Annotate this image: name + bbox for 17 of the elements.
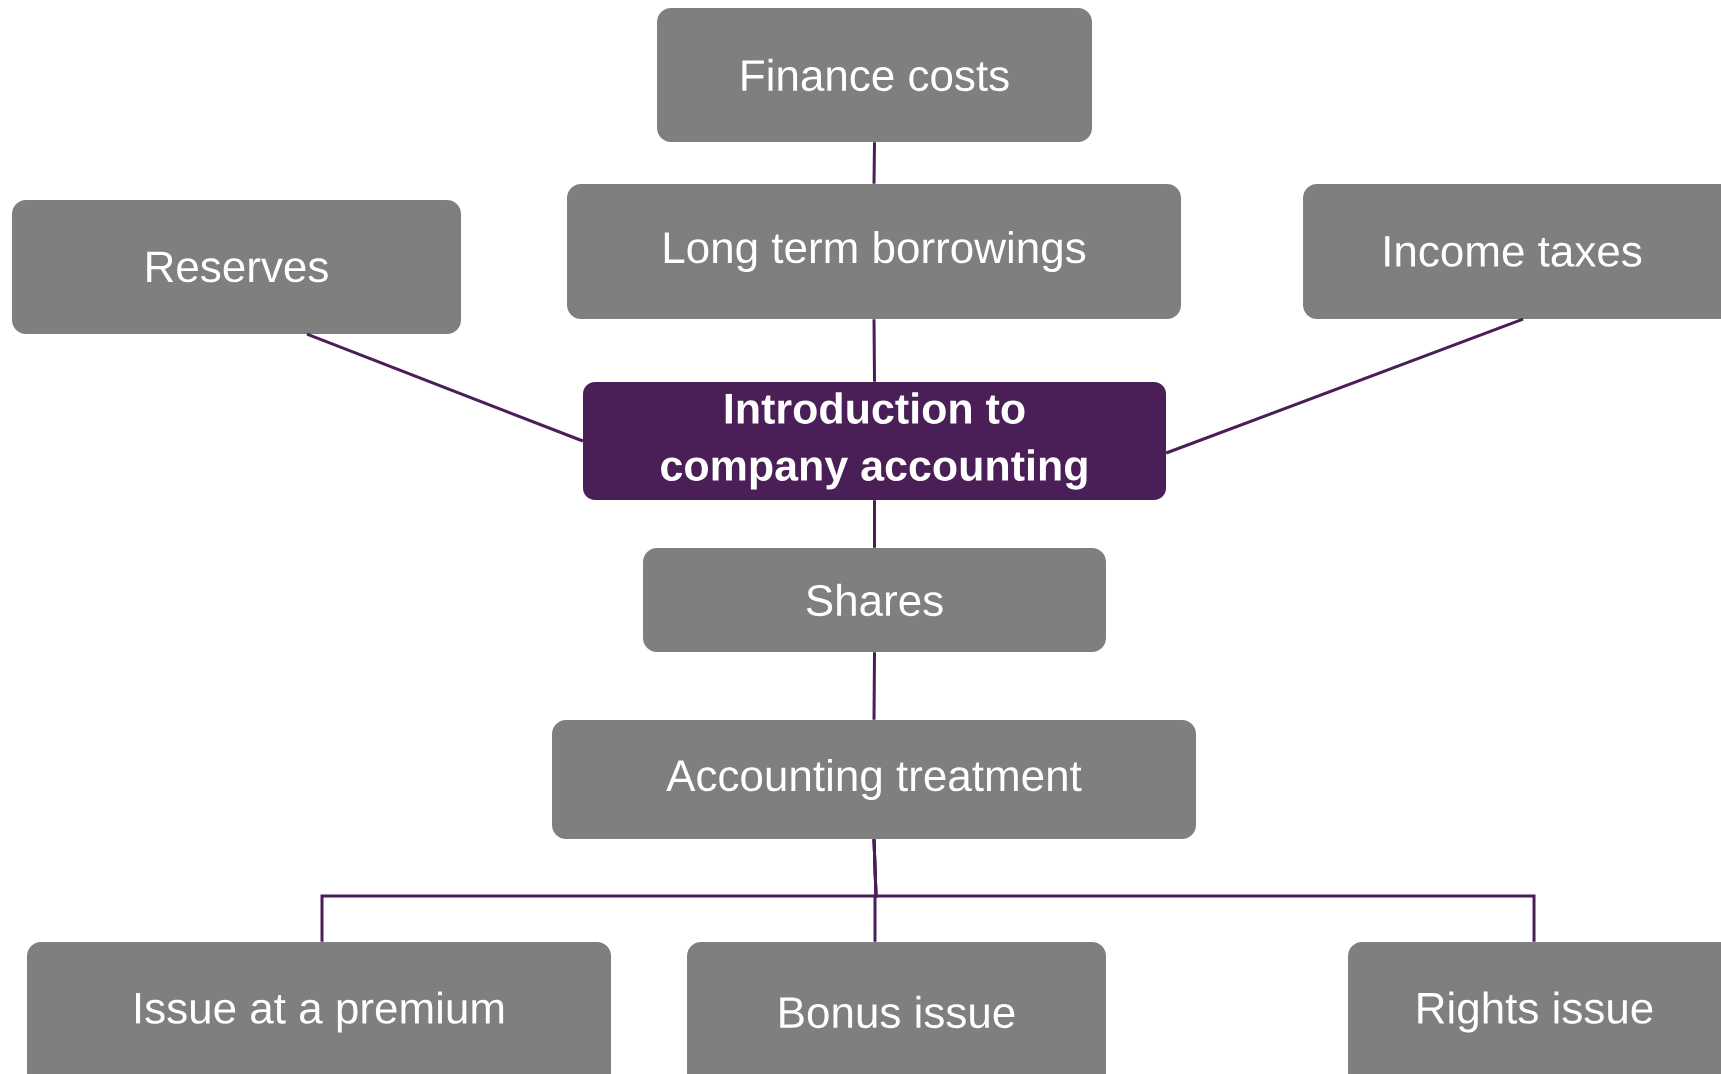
topic-box: Bonus issue <box>687 942 1106 1074</box>
connector-line <box>872 142 876 184</box>
connector-line <box>306 332 584 443</box>
topic-box: Finance costs <box>657 8 1092 142</box>
topic-box: Rights issue <box>1348 942 1721 1074</box>
topic-box: Accounting treatment <box>552 720 1196 839</box>
connector-line <box>873 500 876 548</box>
central-box: Introduction to company accounting <box>583 382 1166 500</box>
topic-box: Issue at a premium <box>27 942 611 1074</box>
connector-line <box>872 839 1536 942</box>
connector-line <box>872 319 876 382</box>
topic-box: Income taxes <box>1303 184 1721 319</box>
connector-line <box>872 652 876 720</box>
topic-box: Reserves <box>12 200 461 334</box>
topic-box: Shares <box>643 548 1106 652</box>
connector-line <box>1165 317 1524 455</box>
topic-box: Long term borrowings <box>567 184 1181 319</box>
